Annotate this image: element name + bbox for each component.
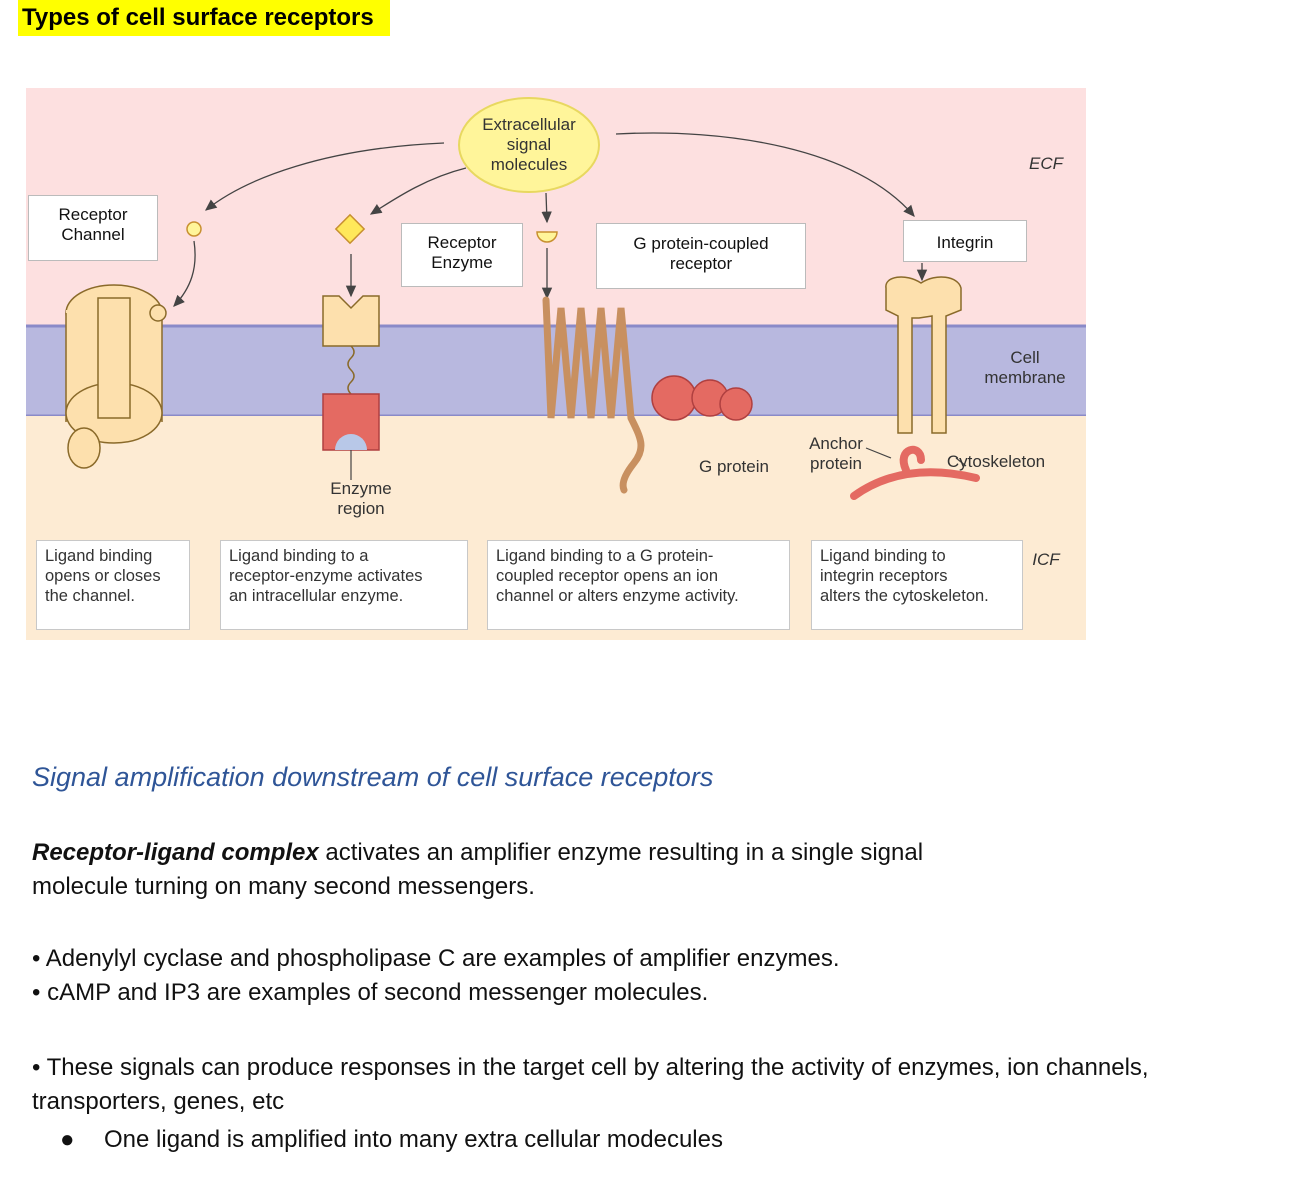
ligand-diamond xyxy=(334,213,366,245)
integrin-label: Integrin xyxy=(936,233,994,252)
receptor-enzyme-box xyxy=(401,223,523,287)
section-title: Signal amplification downstream of cell … xyxy=(32,762,714,792)
ecf-label: ECF xyxy=(1029,154,1063,173)
signal-molecules-ellipse xyxy=(458,97,600,193)
signal-molecules-label: Extracellular signal molecules xyxy=(482,115,576,174)
desc-gpcr: Ligand binding to a G protein- coupled r… xyxy=(487,540,790,630)
gpcr-label: G protein-coupled receptor xyxy=(633,234,769,273)
anchor-protein-label: Anchor protein xyxy=(809,434,863,473)
g-protein-shape xyxy=(651,375,753,421)
receptor-enzyme-label: Receptor Enzyme xyxy=(427,233,497,272)
bullet-list-2: • These signals can produce responses in… xyxy=(32,1051,1302,1119)
integrin-box xyxy=(903,220,1027,262)
list-item: • These signals can produce responses in… xyxy=(32,1054,1149,1081)
para1-line2: molecule turning on many second messenge… xyxy=(32,873,535,900)
para1-line1: activates an amplifier enzyme resulting … xyxy=(318,839,924,866)
cytoskeleton-label: Cytoskeleton xyxy=(946,452,1046,471)
enzyme-region-label: Enzyme region xyxy=(330,479,392,518)
ligand-circle xyxy=(186,221,202,237)
icf-label: ICF xyxy=(1032,550,1060,569)
list-item: • Adenylyl cyclase and phospholipase C a… xyxy=(32,945,840,972)
integrin-shape xyxy=(885,276,962,434)
receptor-channel-shape xyxy=(65,284,167,469)
desc-integrin: Ligand binding to integrin receptors alt… xyxy=(811,540,1023,630)
anchor-cytoskeleton xyxy=(850,445,980,500)
list-item-continuation: transporters, genes, etc xyxy=(32,1088,285,1115)
paragraph-receptor-ligand: Receptor-ligand complex activates an amp… xyxy=(32,836,923,904)
desc-channel: Ligand binding opens or closes the chann… xyxy=(36,540,190,630)
bullet-dot: ● xyxy=(60,1126,75,1153)
desc-enzyme: Ligand binding to a receptor-enzyme acti… xyxy=(220,540,468,630)
cell-membrane-label: Cell membrane xyxy=(984,348,1066,387)
receptor-channel-label: Receptor Channel xyxy=(58,205,128,244)
page-heading: Types of cell surface receptors xyxy=(18,0,390,36)
receptor-channel-box xyxy=(28,195,158,261)
receptor-types-figure: Extracellular signal molecules ECF Recep… xyxy=(26,88,1086,640)
bold-term: Receptor-ligand complex xyxy=(32,839,319,866)
sub-bullet-text: One ligand is amplified into many extra … xyxy=(104,1126,723,1153)
ligand-half-circle xyxy=(536,231,558,243)
g-protein-label: G protein xyxy=(699,457,769,476)
bullet-list-1: • Adenylyl cyclase and phospholipase C a… xyxy=(32,942,839,1010)
gpcr-box xyxy=(596,223,806,289)
gpcr-shape xyxy=(542,296,645,494)
sub-bullet: ● One ligand is amplified into many extra… xyxy=(60,1123,723,1157)
list-item: • cAMP and IP3 are examples of second me… xyxy=(32,979,709,1006)
receptor-enzyme-shape xyxy=(322,295,380,480)
